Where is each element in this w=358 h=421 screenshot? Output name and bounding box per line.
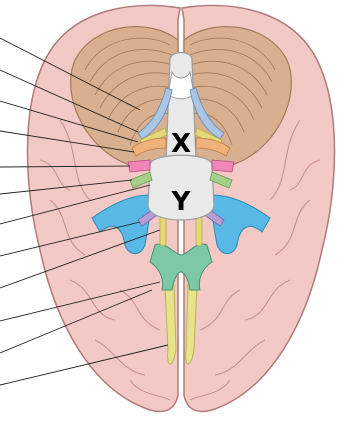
pink-nerve-right bbox=[212, 160, 234, 172]
label-y: Y bbox=[171, 187, 192, 217]
label-x: X bbox=[171, 129, 191, 159]
olfactory-tracts bbox=[165, 285, 197, 364]
pink-nerve-left bbox=[128, 160, 150, 172]
